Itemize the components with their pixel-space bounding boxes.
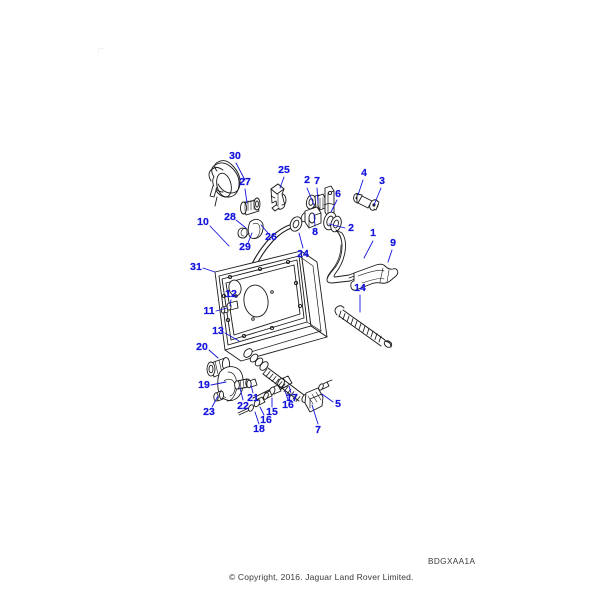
leader-7a [316,187,319,204]
leader-8 [313,213,316,227]
callout-17: 17 [286,391,298,404]
callout-20: 20 [196,340,208,353]
leader-3 [373,187,382,206]
leader-12 [229,299,232,307]
callout-22: 22 [237,399,249,412]
part-25-cable-clip-bracket [270,183,287,212]
leader-18 [254,411,260,425]
leader-17 [288,385,292,394]
callout-9: 9 [390,236,396,249]
cable-outer-bellows [243,348,311,403]
callout-12: 12 [225,287,237,300]
leader-9 [387,249,393,263]
callout-26: 26 [265,230,277,243]
callout-5: 5 [335,397,341,410]
callout-16b: 16 [260,413,272,426]
leader-26 [260,224,269,234]
callout-18: 18 [253,422,265,435]
callout-13: 13 [212,324,224,337]
leader-29 [247,232,253,244]
leader-19 [210,381,227,386]
leader-25 [279,176,285,189]
callout-1: 1 [370,226,376,239]
part-28-retainer [237,227,248,239]
callout-4: 4 [361,166,367,179]
leader-2b [328,223,346,229]
callout-24: 24 [297,247,309,260]
leader-27 [244,188,248,204]
callout-2b: 2 [348,221,354,234]
leader-22 [239,387,244,401]
copyright-notice: © Copyright, 2016. Jaguar Land Rover Lim… [229,572,414,582]
part-5-clevis-pin [318,379,333,391]
callout-8: 8 [312,225,318,238]
callout-31: 31 [190,260,202,273]
callout-14: 14 [354,281,366,294]
part-30-cable-tie-clamp [208,160,241,207]
part-27-bush [240,197,261,216]
callout-19: 19 [198,378,210,391]
part-23-end-cap [213,390,224,402]
leader-10 [209,225,230,247]
leader-20 [208,349,219,359]
callout-10: 10 [197,215,209,228]
part-7-lower-clip [304,387,324,413]
callout-27: 27 [239,175,251,188]
leader-11 [215,307,228,312]
leader-6 [330,199,338,213]
leader-2a [306,187,315,206]
leader-16b [259,406,265,416]
callout-30: 30 [229,149,241,162]
callout-7b: 7 [315,423,321,436]
part-14-return-spring [334,305,393,348]
callout-25: 25 [278,163,290,176]
leader-21 [250,384,254,394]
leader-1 [363,240,374,259]
callout-6: 6 [335,187,341,200]
leader-30 [235,162,246,181]
callout-11: 11 [203,304,215,317]
part-8-spacer-block [304,206,322,229]
leader-24 [298,232,304,249]
callout-16a: 16 [282,398,294,411]
leader-16a [284,390,289,401]
leader-5 [321,393,334,403]
leader-7b [311,404,319,425]
part-24-cable-end-fitting [289,215,306,232]
callout-15: 15 [266,405,278,418]
part-7-upper-clip [317,193,326,211]
part-3-long-bolt [357,195,380,211]
callout-2a: 2 [304,173,310,186]
callout-28: 28 [224,210,236,223]
part-2-lower-bushing [323,211,342,233]
part-code: BDGXAA1A [428,557,476,566]
leader-4 [357,179,364,196]
part-26-clip [244,218,264,240]
leader-13 [224,332,240,342]
callout-29: 29 [239,240,251,253]
callout-23: 23 [203,405,215,418]
callout-3: 3 [379,174,385,187]
registration-mark [98,48,104,54]
callout-21: 21 [247,391,259,404]
leader-31 [202,267,216,273]
callout-7a: 7 [314,174,320,187]
leader-28 [235,219,247,229]
callout-leader-lines [202,162,393,425]
part-10-mounting-plate [214,250,328,362]
part-9-pedal-pad [350,263,399,291]
leader-23 [211,395,219,408]
